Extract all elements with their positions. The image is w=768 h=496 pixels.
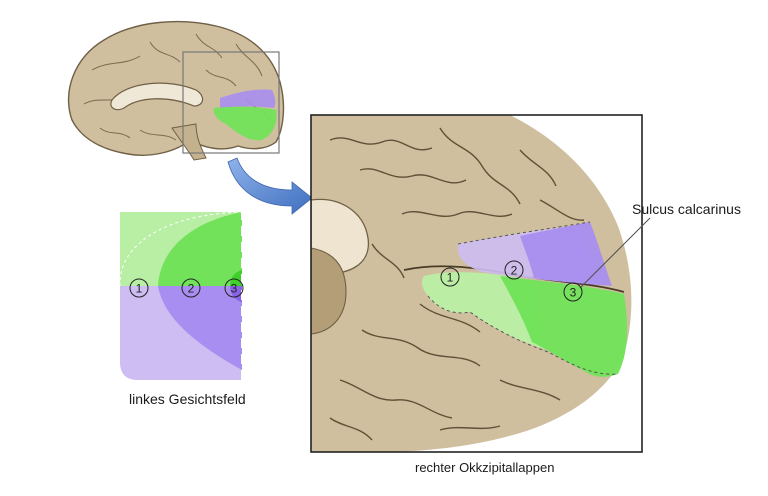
overview-focus-box xyxy=(182,51,280,154)
occipital-lobe-caption: rechter Okkzipitallappen xyxy=(415,460,555,475)
field-marker-1: 1 xyxy=(129,278,149,298)
brain-overview xyxy=(67,20,285,161)
lobe-marker-1-text: 1 xyxy=(447,271,454,285)
field-marker-2-text: 2 xyxy=(188,282,195,296)
detail-region-dashed-border xyxy=(427,221,619,375)
detail-gyri-lines xyxy=(329,127,585,441)
lobe-marker-2-text: 2 xyxy=(511,264,518,278)
visual-field-diagram xyxy=(119,210,243,381)
field-marker-3: 3 xyxy=(224,278,244,298)
occipital-lobe-detail xyxy=(310,114,643,453)
lobe-marker-1: 1 xyxy=(440,267,460,287)
brain-overview-gyri xyxy=(83,33,271,141)
lobe-marker-3-text: 3 xyxy=(570,286,577,300)
lobe-marker-3: 3 xyxy=(563,282,583,302)
field-marker-2: 2 xyxy=(181,278,201,298)
lobe-marker-2: 2 xyxy=(504,260,524,280)
detail-brainstem-shadow xyxy=(311,247,347,335)
zoom-arrow xyxy=(227,157,313,215)
field-marker-3-text: 3 xyxy=(231,282,238,296)
detail-purple-region xyxy=(520,222,612,286)
detail-frame xyxy=(310,114,643,453)
field-marker-1-text: 1 xyxy=(136,282,143,296)
sulcus-pointer-line xyxy=(579,217,651,289)
overview-green-region xyxy=(213,106,277,141)
field-upper-middle xyxy=(158,212,242,286)
visual-field-caption: linkes Gesichtsfeld xyxy=(129,391,246,407)
calcarine-sulcus-label: Sulcus calcarinus xyxy=(632,201,741,217)
detail-green-region xyxy=(500,276,628,377)
corpus-callosum xyxy=(110,82,204,111)
field-outline-arc xyxy=(119,211,243,287)
overview-purple-region xyxy=(220,89,276,108)
field-center-upper xyxy=(230,270,242,286)
brainstem xyxy=(171,123,207,161)
field-center-lower xyxy=(230,286,242,302)
field-lower-middle xyxy=(158,286,242,370)
